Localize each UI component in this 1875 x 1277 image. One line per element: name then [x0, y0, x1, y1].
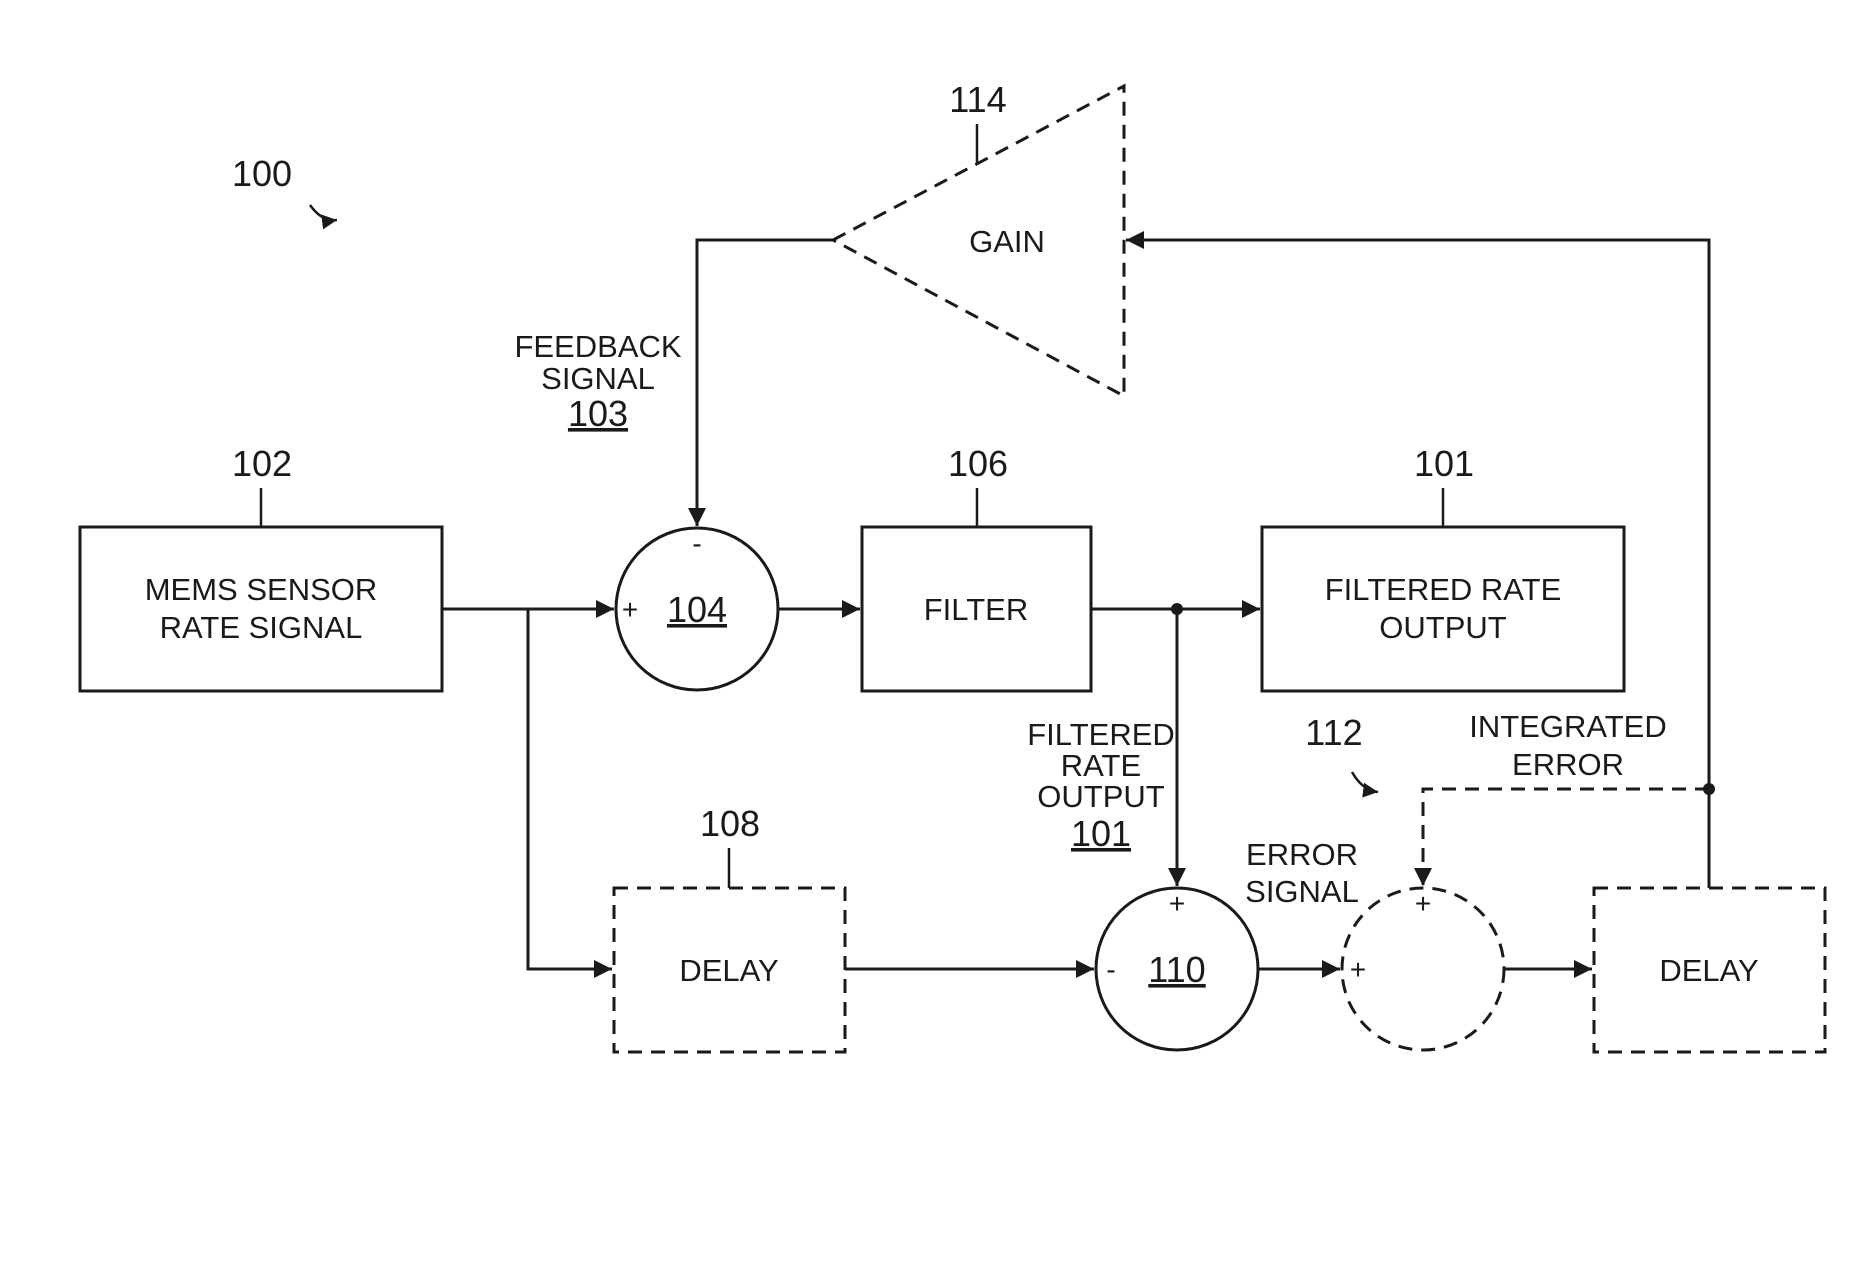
integrator-junction-112: + +: [1342, 888, 1504, 1050]
summing-junction-110-plus: +: [1169, 888, 1185, 919]
filtered-rate-signal-ref: 101: [1071, 813, 1131, 854]
delay-108-label: DELAY: [679, 953, 778, 988]
integrator-plus-left: +: [1350, 954, 1366, 985]
delay-108-ref: 108: [700, 803, 760, 844]
error-signal-label: ERROR SIGNAL: [1245, 837, 1359, 909]
gain-block: GAIN: [833, 86, 1124, 396]
filtered-rate-signal-line3: OUTPUT: [1037, 779, 1165, 814]
integrator-ref-arrow: [1352, 772, 1378, 792]
delay-2-block: DELAY: [1594, 888, 1825, 1052]
mems-sensor-label-line1: MEMS SENSOR: [145, 572, 378, 607]
summing-junction-110-minus: -: [1106, 954, 1115, 985]
filtered-rate-output-label-line1: FILTERED RATE: [1325, 572, 1562, 607]
integrated-error-label: INTEGRATED ERROR: [1469, 709, 1667, 782]
wire-sensor-branch-to-delay108: [528, 609, 612, 969]
error-signal-line2: SIGNAL: [1245, 874, 1359, 909]
summing-junction-104-plus: +: [622, 594, 638, 625]
feedback-signal-label: FEEDBACK SIGNAL 103: [514, 329, 681, 434]
filtered-rate-output-ref: 101: [1414, 443, 1474, 484]
summing-junction-104-minus: -: [692, 528, 701, 559]
summing-junction-104-ref: 104: [667, 589, 727, 630]
summing-junction-110: 110 + -: [1096, 888, 1258, 1050]
mems-sensor-label-line2: RATE SIGNAL: [160, 610, 363, 645]
integrator-ref: 112: [1305, 712, 1362, 753]
delay-2-label: DELAY: [1659, 953, 1758, 988]
summing-junction-104: 104 - +: [616, 528, 778, 690]
integrated-error-line1: INTEGRATED: [1469, 709, 1667, 744]
filter-block: FILTER: [862, 527, 1091, 691]
integrator-plus-top: +: [1415, 888, 1431, 919]
integrated-error-line2: ERROR: [1512, 747, 1624, 782]
summing-junction-110-ref: 110: [1148, 949, 1205, 990]
delay-108-block: DELAY: [614, 888, 845, 1052]
feedback-signal-ref: 103: [568, 393, 628, 434]
filtered-rate-signal-line2: RATE: [1061, 748, 1141, 783]
filtered-rate-signal-line1: FILTERED: [1027, 717, 1175, 752]
mems-sensor-block: MEMS SENSOR RATE SIGNAL: [80, 527, 442, 691]
filter-ref: 106: [948, 443, 1008, 484]
wire-integrated-error-feedback: [1423, 789, 1709, 886]
error-signal-line1: ERROR: [1246, 837, 1358, 872]
filtered-rate-output-label-line2: OUTPUT: [1379, 610, 1507, 645]
figure-ref-arrow: [310, 205, 337, 220]
feedback-signal-line2: SIGNAL: [541, 361, 655, 396]
figure-ref-label: 100: [232, 153, 292, 194]
gain-ref: 114: [949, 79, 1006, 120]
gain-label: GAIN: [969, 224, 1045, 259]
mems-sensor-ref: 102: [232, 443, 292, 484]
wire-gain-to-sum104: [697, 240, 833, 526]
filtered-rate-output-block: FILTERED RATE OUTPUT: [1262, 527, 1624, 691]
filter-label: FILTER: [924, 592, 1029, 627]
filtered-rate-signal-label: FILTERED RATE OUTPUT 101: [1027, 717, 1175, 854]
feedback-signal-line1: FEEDBACK: [514, 329, 681, 364]
